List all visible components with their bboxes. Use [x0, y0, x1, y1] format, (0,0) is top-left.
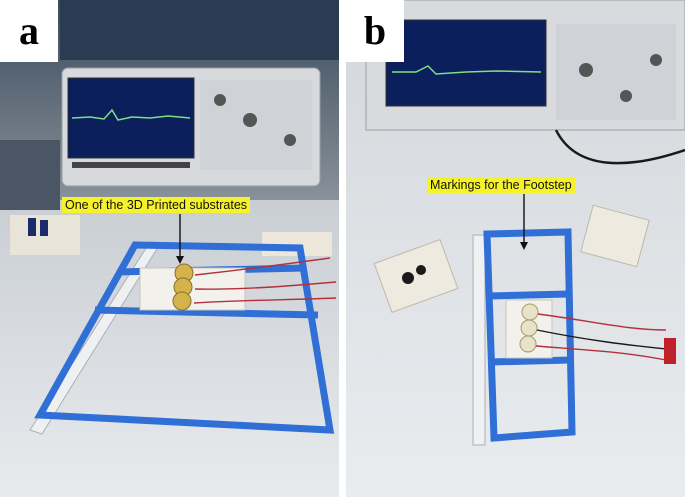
oscilloscope-b	[365, 0, 685, 131]
knob-icon	[650, 54, 662, 66]
substrate-b	[505, 299, 553, 359]
wires-a	[193, 257, 337, 304]
control-panel	[556, 24, 676, 120]
breadboard-right	[580, 204, 650, 268]
capacitor	[40, 220, 48, 236]
callout-label-b: Markings for the Footstep	[427, 177, 575, 193]
capacitor	[416, 265, 426, 275]
softkeys	[72, 162, 190, 168]
scope-screen	[67, 77, 195, 159]
probe-clip	[664, 338, 676, 364]
panel-letter-b: b	[346, 0, 404, 62]
piezo-disc	[521, 303, 539, 321]
wires-b	[535, 313, 677, 361]
probe-cable	[554, 129, 685, 165]
knob-icon	[579, 63, 593, 77]
piezo-disc	[172, 291, 192, 311]
window	[60, 0, 339, 60]
knob-icon	[214, 94, 226, 106]
panel-letter-a: a	[0, 0, 58, 62]
photo-b	[346, 0, 685, 497]
knob-icon	[620, 90, 632, 102]
arrow-head-icon	[520, 242, 528, 250]
photo-a	[0, 0, 339, 497]
waveform-trace	[392, 65, 542, 75]
panel-b: b Markings for the Footstep	[346, 0, 685, 497]
control-panel	[200, 80, 312, 170]
knob-icon	[284, 134, 296, 146]
capacitor	[402, 272, 414, 284]
oscilloscope-a	[61, 67, 321, 187]
piezo-disc	[520, 319, 538, 337]
tape-marking-b	[483, 228, 576, 442]
callout-label-a: One of the 3D Printed substrates	[62, 197, 251, 213]
scope-screen	[385, 19, 547, 107]
ruler	[472, 234, 486, 446]
knob-icon	[243, 113, 257, 127]
piezo-disc	[519, 335, 537, 353]
capacitor	[28, 218, 36, 236]
waveform-trace	[71, 108, 191, 121]
arrow-head-icon	[176, 256, 184, 264]
bench-equipment	[0, 140, 60, 210]
panel-a: a One of the 3D Printed substrates	[0, 0, 339, 497]
breadboard-right	[262, 232, 332, 256]
breadboard-left	[373, 238, 459, 314]
